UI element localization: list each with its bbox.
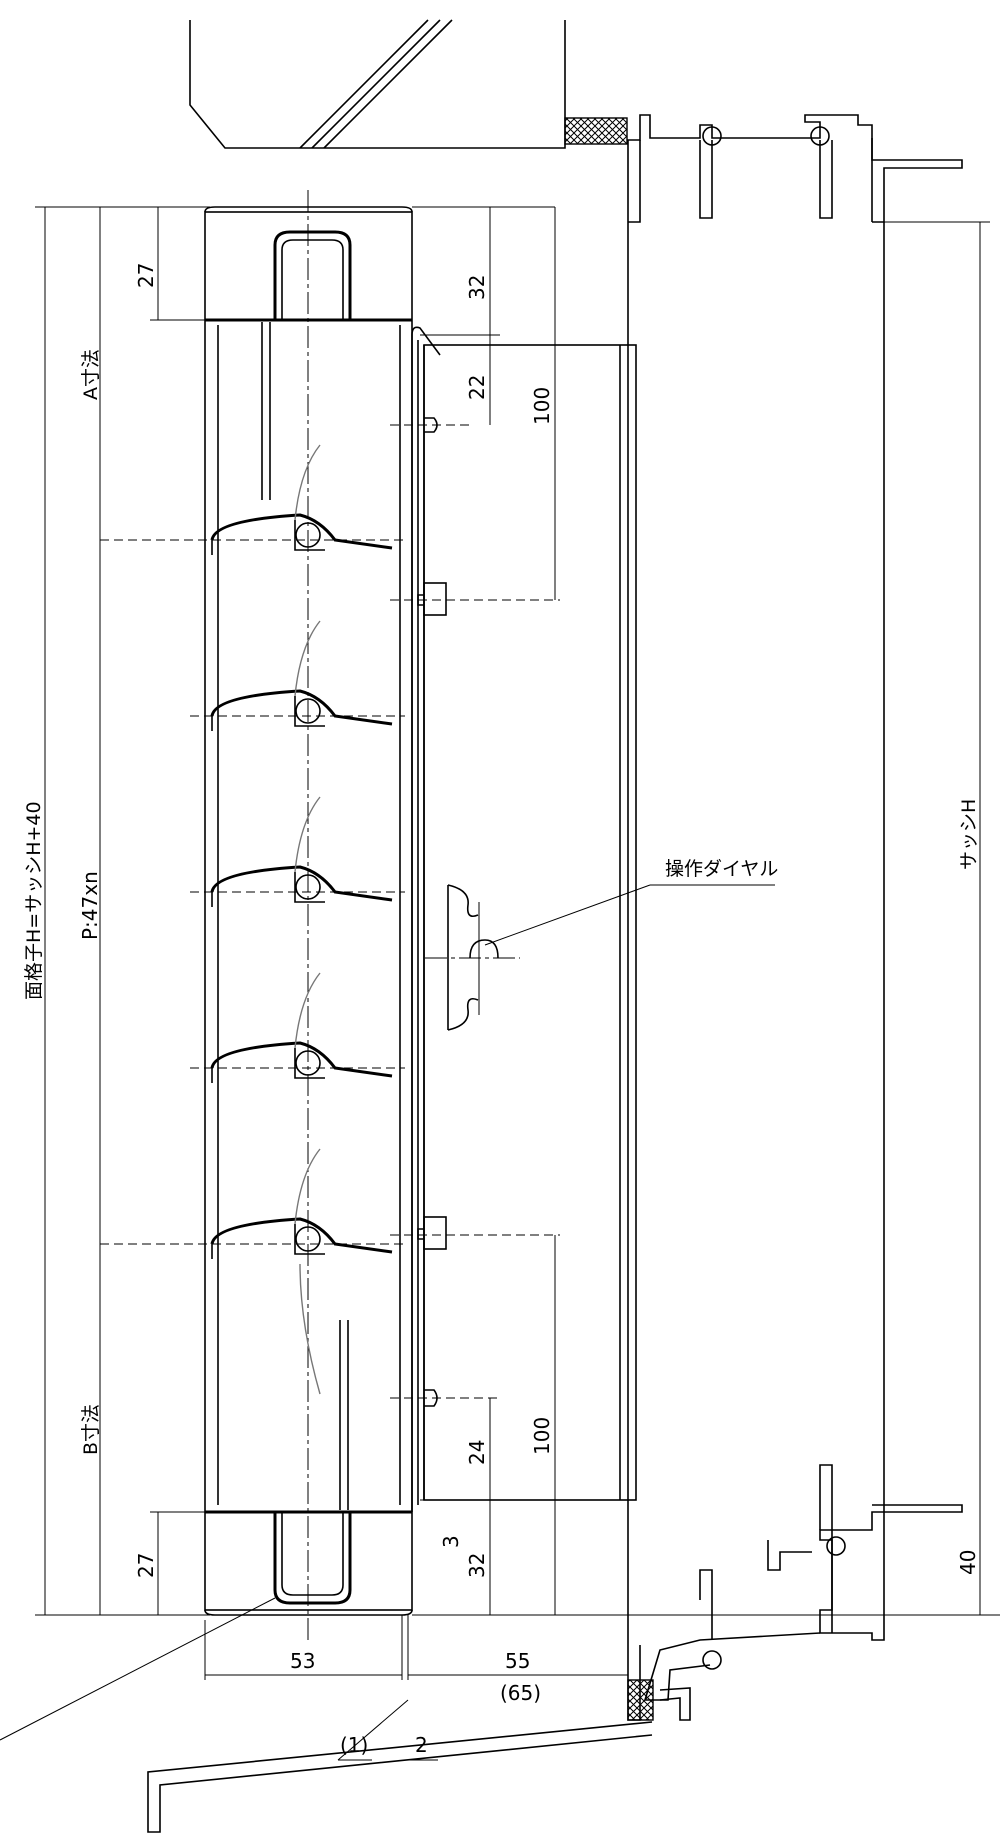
top-building-section (189, 19, 628, 149)
pitch-label: P:47xn (78, 871, 102, 940)
overall-height-label: 面格子H=サッシH+40 (23, 801, 45, 1000)
sash-body (627, 222, 885, 1625)
louver-blade (210, 444, 393, 555)
operating-dial (425, 884, 520, 1031)
dim-width-65: (65) (500, 1681, 541, 1705)
louver-blade (210, 972, 393, 1083)
dim-top-22: 22 (465, 375, 489, 400)
dim-width-2: 2 (415, 1733, 428, 1757)
dim-bottom-24: 24 (465, 1440, 489, 1465)
louver-blades (100, 444, 405, 1395)
bottom-leader-lines (0, 1597, 653, 1833)
dim-bottom-27: 27 (134, 1553, 158, 1578)
top-sash-frame (627, 114, 963, 223)
mounting-plate (390, 326, 637, 1512)
dim-width-53: 53 (290, 1649, 315, 1673)
dial-label: 操作ダイヤル (665, 858, 778, 880)
dim-top-100: 100 (530, 387, 554, 425)
louver-blade (210, 620, 393, 731)
b-dimension-label: B寸法 (80, 1404, 102, 1455)
dim-top-27: 27 (134, 263, 158, 288)
dim-bottom-40: 40 (956, 1550, 980, 1575)
dim-bottom-32: 32 (465, 1553, 489, 1578)
dimension-lines (35, 206, 1000, 1761)
dim-width-55: 55 (505, 1649, 530, 1673)
bottom-sash-frame (627, 1464, 963, 1721)
sash-height-label: サッシH (958, 799, 980, 870)
grille-frame (204, 190, 413, 1640)
dim-top-32: 32 (465, 275, 489, 300)
louver-blade (210, 796, 393, 907)
dim-bottom-100: 100 (530, 1417, 554, 1455)
dim-width-1: (1) (340, 1733, 368, 1757)
dim-bottom-3: 3 (439, 1535, 463, 1548)
a-dimension-label: A寸法 (80, 349, 102, 400)
louver-blade (210, 1148, 393, 1395)
